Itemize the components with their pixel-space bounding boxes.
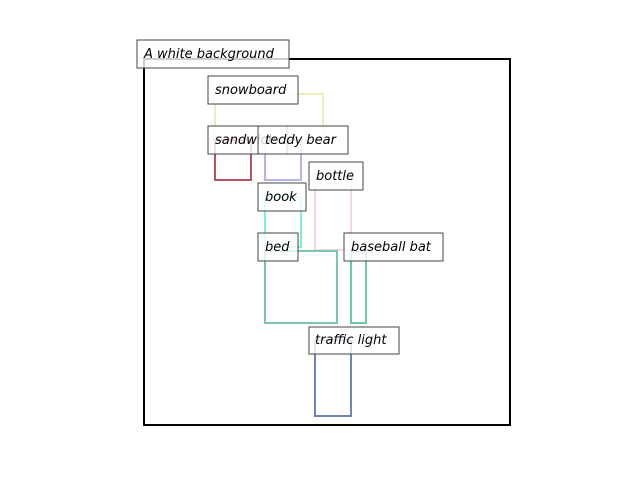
background-caption-text: A white background [143,47,275,62]
baseball-bat-label: baseball bat [343,232,444,262]
traffic-light-label-text: traffic light [315,333,387,348]
background-caption-label: A white background [136,39,290,69]
snowboard-label-text: snowboard [215,83,287,98]
bottle-label: bottle [308,161,364,191]
bottle-label-text: bottle [316,169,354,184]
teddy-bear-label: teddy bear [257,125,349,155]
canvas-frame [143,58,511,426]
teddy-bear-label-text: teddy bear [265,133,338,148]
traffic-light-label: traffic light [308,326,400,355]
baseball-bat-label-text: baseball bat [351,240,432,255]
bed-label: bed [257,232,299,262]
bed-box [264,250,338,324]
bed-label-text: bed [265,240,290,255]
snowboard-label: snowboard [207,75,299,105]
book-label-text: book [265,190,297,205]
baseball-bat-box [350,250,367,324]
book-label: book [257,182,307,212]
